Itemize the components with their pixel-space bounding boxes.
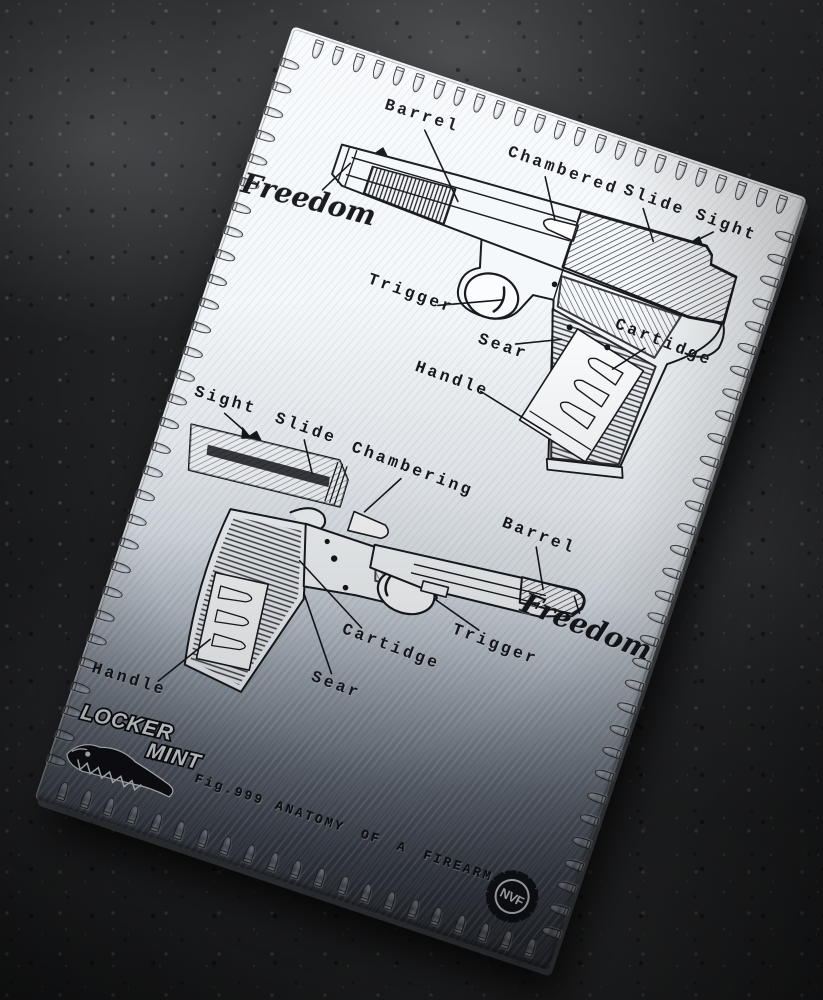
pistol-1-drawing bbox=[331, 143, 738, 479]
brand-mint-text: MINT bbox=[144, 739, 204, 775]
pistol2-chambering-round bbox=[346, 510, 389, 540]
metal-plate: Barrel Chambered Slide Sight Freedom Tri… bbox=[34, 26, 807, 971]
anatomy-diagram-svg bbox=[157, 129, 738, 693]
